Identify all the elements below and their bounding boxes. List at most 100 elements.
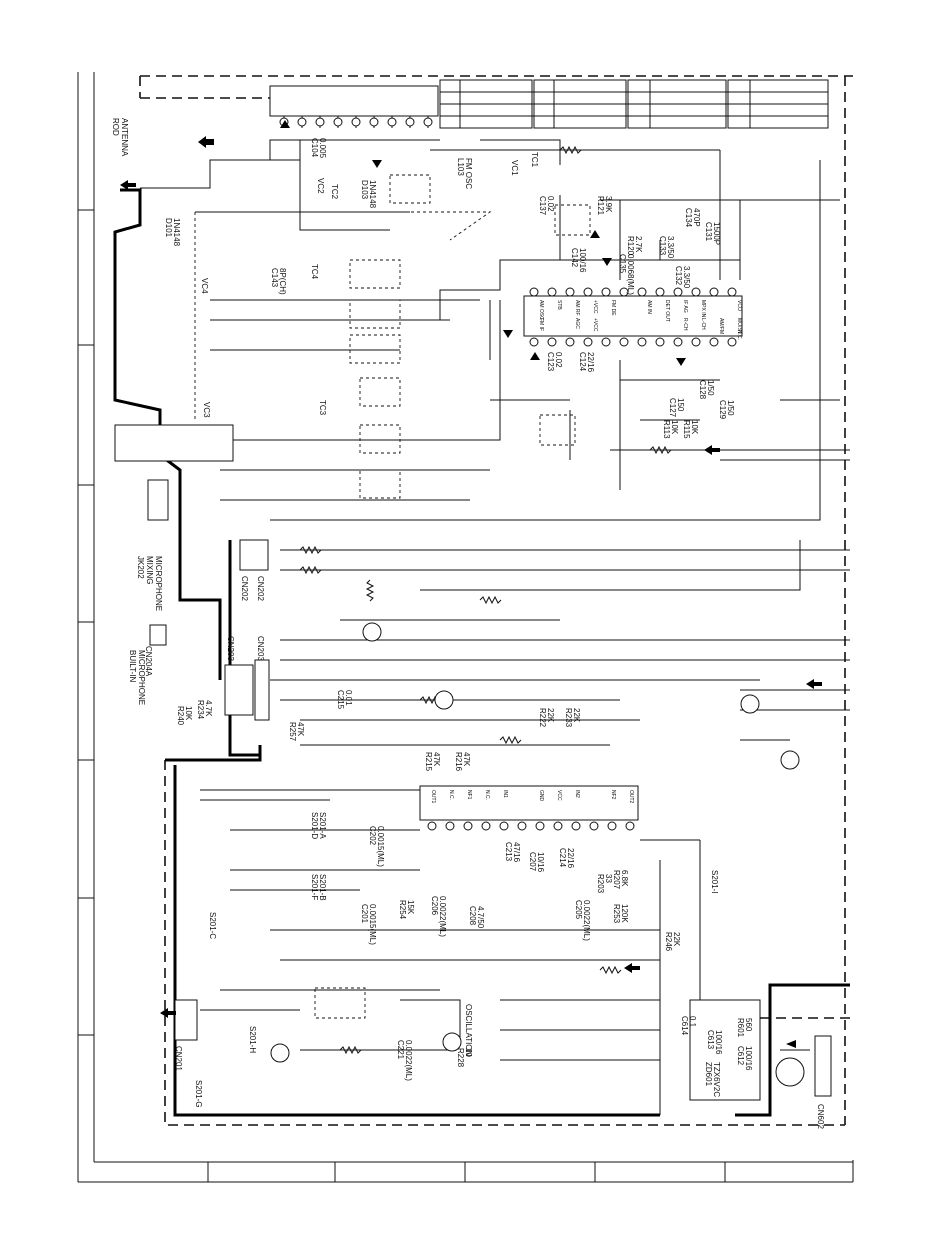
res-val: 22K <box>672 932 681 947</box>
diode-ref: ZD601 <box>704 1062 713 1087</box>
rod-antenna-label: ROD <box>111 118 120 136</box>
tuner-pin-bottom: +VCC <box>592 318 598 332</box>
cap-val: 0.02 <box>546 196 555 212</box>
variable-cap-label: TC2 <box>330 184 339 200</box>
rod-antenna-label: ANTENNA <box>120 118 129 157</box>
res-val: 47K <box>462 752 471 767</box>
cap-ref: C131 <box>704 222 713 242</box>
jack-line: MICROPHONE <box>154 556 163 611</box>
connector-label: CN202 <box>256 576 265 601</box>
res-val: 2.7K <box>634 236 643 253</box>
amp-pin: N.C. <box>484 790 490 800</box>
diode-val: TZX6V2C <box>712 1062 721 1097</box>
res-val: 120K <box>620 904 629 923</box>
pwb-boundary <box>139 75 853 1126</box>
cap-ref: C208 <box>468 906 477 926</box>
res-val: 47K <box>296 722 305 737</box>
switch-label: S201-I <box>710 870 719 894</box>
switch-label: S201-D <box>310 812 319 839</box>
amp-pin: GND <box>538 790 544 802</box>
variable-cap-label: TC1 <box>530 152 539 168</box>
tuner-pin-top: IF AG <box>682 300 688 313</box>
cap-ref: C142 <box>570 248 579 268</box>
tuner-ic: AM OSC STB AM RF +VCC FM DE AM IN DET OU… <box>523 287 743 347</box>
res-ref: R234 <box>196 700 205 720</box>
res-ref: R601 <box>736 1018 745 1038</box>
tuner-pin-bottom: FM IF <box>538 318 544 331</box>
tuner-pin-top: DET OUT <box>664 300 670 322</box>
cap-ref: C133 <box>658 236 667 256</box>
res-ref: R203 <box>596 874 605 894</box>
res-val: 10K <box>690 420 699 435</box>
resistor-symbols <box>299 145 672 1055</box>
coil-boxes <box>314 174 591 1019</box>
connector-label: CN203 <box>226 636 235 661</box>
signal-arrows <box>120 120 822 1018</box>
sheet-frame <box>77 72 854 1183</box>
cap-val: 470P <box>692 208 701 227</box>
cap-val: 10/16 <box>536 852 545 873</box>
cap-val: 0.1 <box>688 1016 697 1028</box>
amp-pin: N.C. <box>448 790 454 800</box>
switch-label: S201-B <box>318 874 327 901</box>
cap-ref: C207 <box>528 852 537 872</box>
cap-val: 22/16 <box>586 352 595 373</box>
cap-val: 0.0015(ML) <box>368 904 377 945</box>
variable-cap-label: VC2 <box>316 178 325 194</box>
cap-val: 100/16 <box>578 248 587 273</box>
res-ref: R207 <box>612 870 621 890</box>
cap-val: 1500P <box>712 222 721 245</box>
res-ref: R121 <box>596 196 605 216</box>
cap-val: 47/16 <box>512 842 521 863</box>
res-ref: R253 <box>612 904 621 924</box>
res-ref: R254 <box>398 900 407 920</box>
cap-val: 100/16 <box>714 1030 723 1055</box>
res-val: 47K <box>432 752 441 767</box>
tuner-pin-bottom: AM/FM <box>718 318 724 334</box>
cap-ref: C124 <box>578 352 587 372</box>
res-val: 33 <box>604 874 613 883</box>
cap-ref: C205 <box>574 900 583 920</box>
res-val: 3.9K <box>604 196 613 213</box>
cap-val: 0.0015(ML) <box>376 826 385 867</box>
tuner-pin-top: FM DE <box>610 300 616 316</box>
cap-ref: C143 <box>270 268 279 288</box>
variable-cap-label: VC4 <box>200 278 209 294</box>
res-val: 22K <box>546 708 555 723</box>
amp-pin: NF2 <box>610 790 616 800</box>
res-val: 6.8K <box>620 870 629 887</box>
cap-ref: C128 <box>698 380 707 400</box>
cap-val: 4.7/50 <box>476 906 485 929</box>
cap-ref: C213 <box>504 842 513 862</box>
cap-ref: C129 <box>718 400 727 420</box>
coil-val: FM OSC <box>464 158 473 189</box>
res-ref: R113 <box>662 420 671 439</box>
tuner-pin-top: AM OSC <box>538 300 544 320</box>
title-block <box>439 79 829 129</box>
mic-label: MICROPHONE <box>137 650 146 705</box>
connector-label: CN201 <box>174 1046 183 1071</box>
speaker-symbol <box>775 1040 805 1087</box>
cap-ref: C614 <box>680 1016 689 1036</box>
amp-pin: IN2 <box>574 790 580 798</box>
res-ref: R240 <box>176 706 185 726</box>
cap-val: 8P(CH) <box>278 268 287 295</box>
cap-ref: C123 <box>546 352 555 372</box>
diode-ref: D101 <box>164 218 173 238</box>
jack-ref: JK202 <box>136 556 145 579</box>
cap-ref: C104 <box>310 138 319 158</box>
cap-ref: C221 <box>396 1040 405 1060</box>
amp-pin: VCC <box>556 790 562 801</box>
res-ref: R115 <box>682 420 691 439</box>
res-val: 10K <box>184 706 193 721</box>
res-ref: R233 <box>564 708 573 728</box>
diode-val: 1N4148 <box>172 218 181 247</box>
cap-ref: C613 <box>706 1030 715 1050</box>
res-ref: R216 <box>454 752 463 772</box>
cap-ref: C202 <box>368 826 377 846</box>
switch-label: S201-G <box>194 1080 203 1108</box>
tuner-pin-bottom: MO/ST <box>736 318 742 334</box>
mic-label: BUILT-IN <box>128 650 137 683</box>
cap-val: 3.3/50 <box>666 236 675 259</box>
